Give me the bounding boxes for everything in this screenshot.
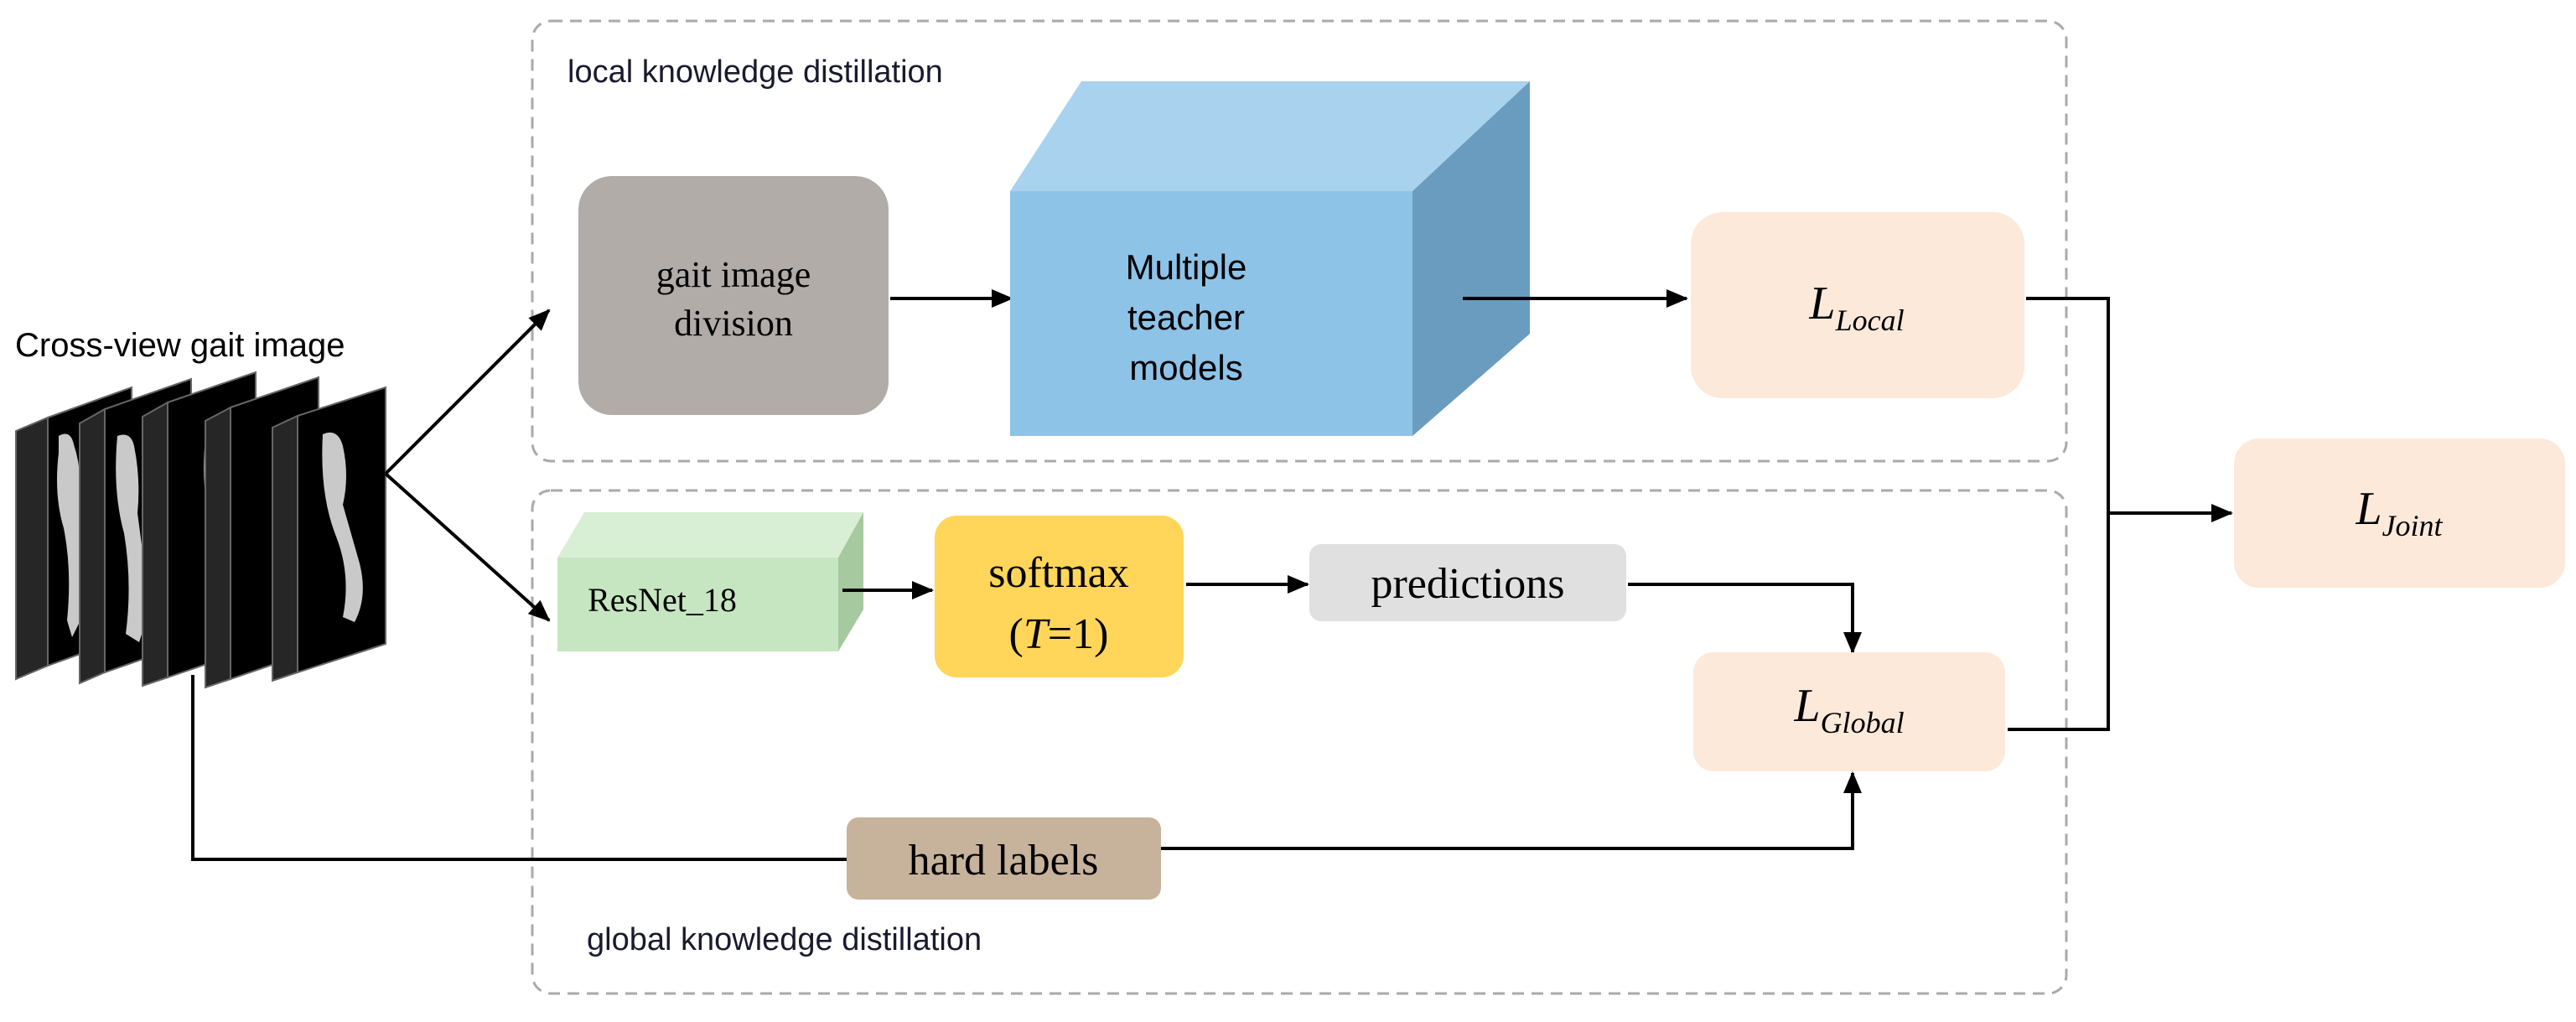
teacher-models-label: Multiple — [1126, 247, 1247, 287]
gait-frame — [272, 386, 386, 682]
gait-image-division-box — [578, 176, 889, 415]
arrow-input-to-resnet — [384, 472, 551, 622]
arrow-hard-labels-to-global-loss — [1161, 771, 1862, 850]
gait-image-division-label: gait image — [656, 254, 811, 295]
gait-image-stack — [15, 371, 386, 689]
predictions-label: predictions — [1371, 560, 1564, 608]
global-distillation-title: global knowledge distillation — [587, 922, 982, 957]
global-loss-label: LGlobal — [1793, 680, 1904, 739]
resnet-label: ResNet_18 — [588, 581, 737, 619]
local-loss-box — [1691, 212, 2024, 398]
local-distillation-title: local knowledge distillation — [568, 54, 943, 90]
global-distillation-group — [531, 489, 2068, 995]
local-loss-label: LLocal — [1808, 278, 1904, 337]
softmax-label: softmax — [988, 549, 1129, 597]
softmax-temperature-label: (T=1) — [1009, 610, 1109, 658]
gait-image-division-label: division — [674, 303, 793, 344]
softmax-box — [935, 516, 1184, 677]
hard-labels-label: hard labels — [909, 837, 1099, 885]
arrow-predictions-to-global-loss — [1628, 583, 1862, 654]
joint-loss-box — [2234, 438, 2565, 588]
resnet-cube — [557, 512, 863, 651]
teacher-models-label: models — [1129, 348, 1242, 387]
teacher-models-cube — [1010, 81, 1530, 436]
teacher-models-label: teacher — [1127, 298, 1245, 337]
input-caption: Cross-view gait image — [15, 327, 345, 364]
arrow-input-to-hard-labels — [191, 675, 847, 861]
arrow-input-to-local — [384, 309, 551, 475]
local-distillation-group — [531, 19, 2068, 463]
joint-loss-label: LJoint — [2355, 483, 2443, 542]
global-loss-box — [1693, 652, 2005, 771]
predictions-box — [1309, 544, 1626, 621]
hard-labels-box — [847, 817, 1161, 900]
